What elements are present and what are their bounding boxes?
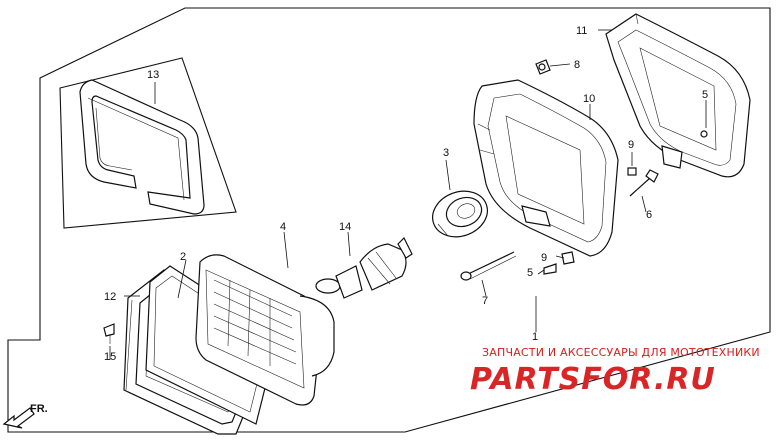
watermark-subtitle: ЗАПЧАСТИ И АКСЕССУАРЫ ДЛЯ МОТОТЕХНИКИ: [482, 346, 760, 359]
clip-5-lower: [543, 263, 557, 275]
sealed-beam-unit-4: [195, 254, 335, 406]
callout-15: 15: [104, 351, 116, 363]
callout-8: 8: [574, 59, 580, 71]
leader-lines: [109, 29, 707, 360]
dust-cover-3: [432, 190, 488, 238]
watermark: ЗАПЧАСТИ И АКСЕССУАРЫ ДЛЯ МОТОТЕХНИКИ PA…: [470, 346, 760, 397]
watermark-brand: PARTSFOR.RU: [470, 362, 716, 397]
callout-5-lower: 5: [527, 267, 533, 279]
callout-5-upper: 5: [702, 89, 708, 101]
assembly-outline: [7, 7, 771, 433]
front-direction-label: FR.: [30, 403, 48, 415]
callout-14: 14: [339, 221, 351, 233]
callout-2: 2: [180, 251, 186, 263]
rubber-gasket-13: [79, 79, 205, 215]
callout-6: 6: [646, 209, 652, 221]
gasket-box-outline: [59, 57, 237, 229]
nut-9-lower: [561, 251, 575, 265]
callout-7: 7: [482, 295, 488, 307]
watermark-brand-part2: FOR: [581, 362, 654, 397]
bolt-7: [460, 251, 517, 281]
screw-8: [535, 59, 551, 75]
callout-10: 10: [583, 93, 595, 105]
adjusting-screw-6: [629, 169, 659, 197]
callout-13: 13: [147, 69, 159, 81]
front-direction-indicator: FR.: [2, 403, 48, 429]
watermark-brand-part3: .RU: [654, 362, 716, 397]
bulb-14: [315, 236, 413, 299]
callout-9-lower: 9: [541, 252, 547, 264]
callout-4: 4: [280, 221, 286, 233]
watermark-brand-part1: PARTS: [470, 362, 581, 397]
callout-9-upper: 9: [628, 139, 634, 151]
callout-1: 1: [532, 331, 538, 343]
headlight-outer-case-11: [605, 13, 751, 178]
callout-12: 12: [104, 291, 116, 303]
callout-11: 11: [576, 25, 587, 37]
front-arrow-icon: [2, 407, 35, 429]
screw-15: [103, 323, 115, 344]
callout-3: 3: [443, 147, 449, 159]
nut-9-upper: [627, 167, 637, 176]
headlight-case-10: [473, 79, 619, 257]
